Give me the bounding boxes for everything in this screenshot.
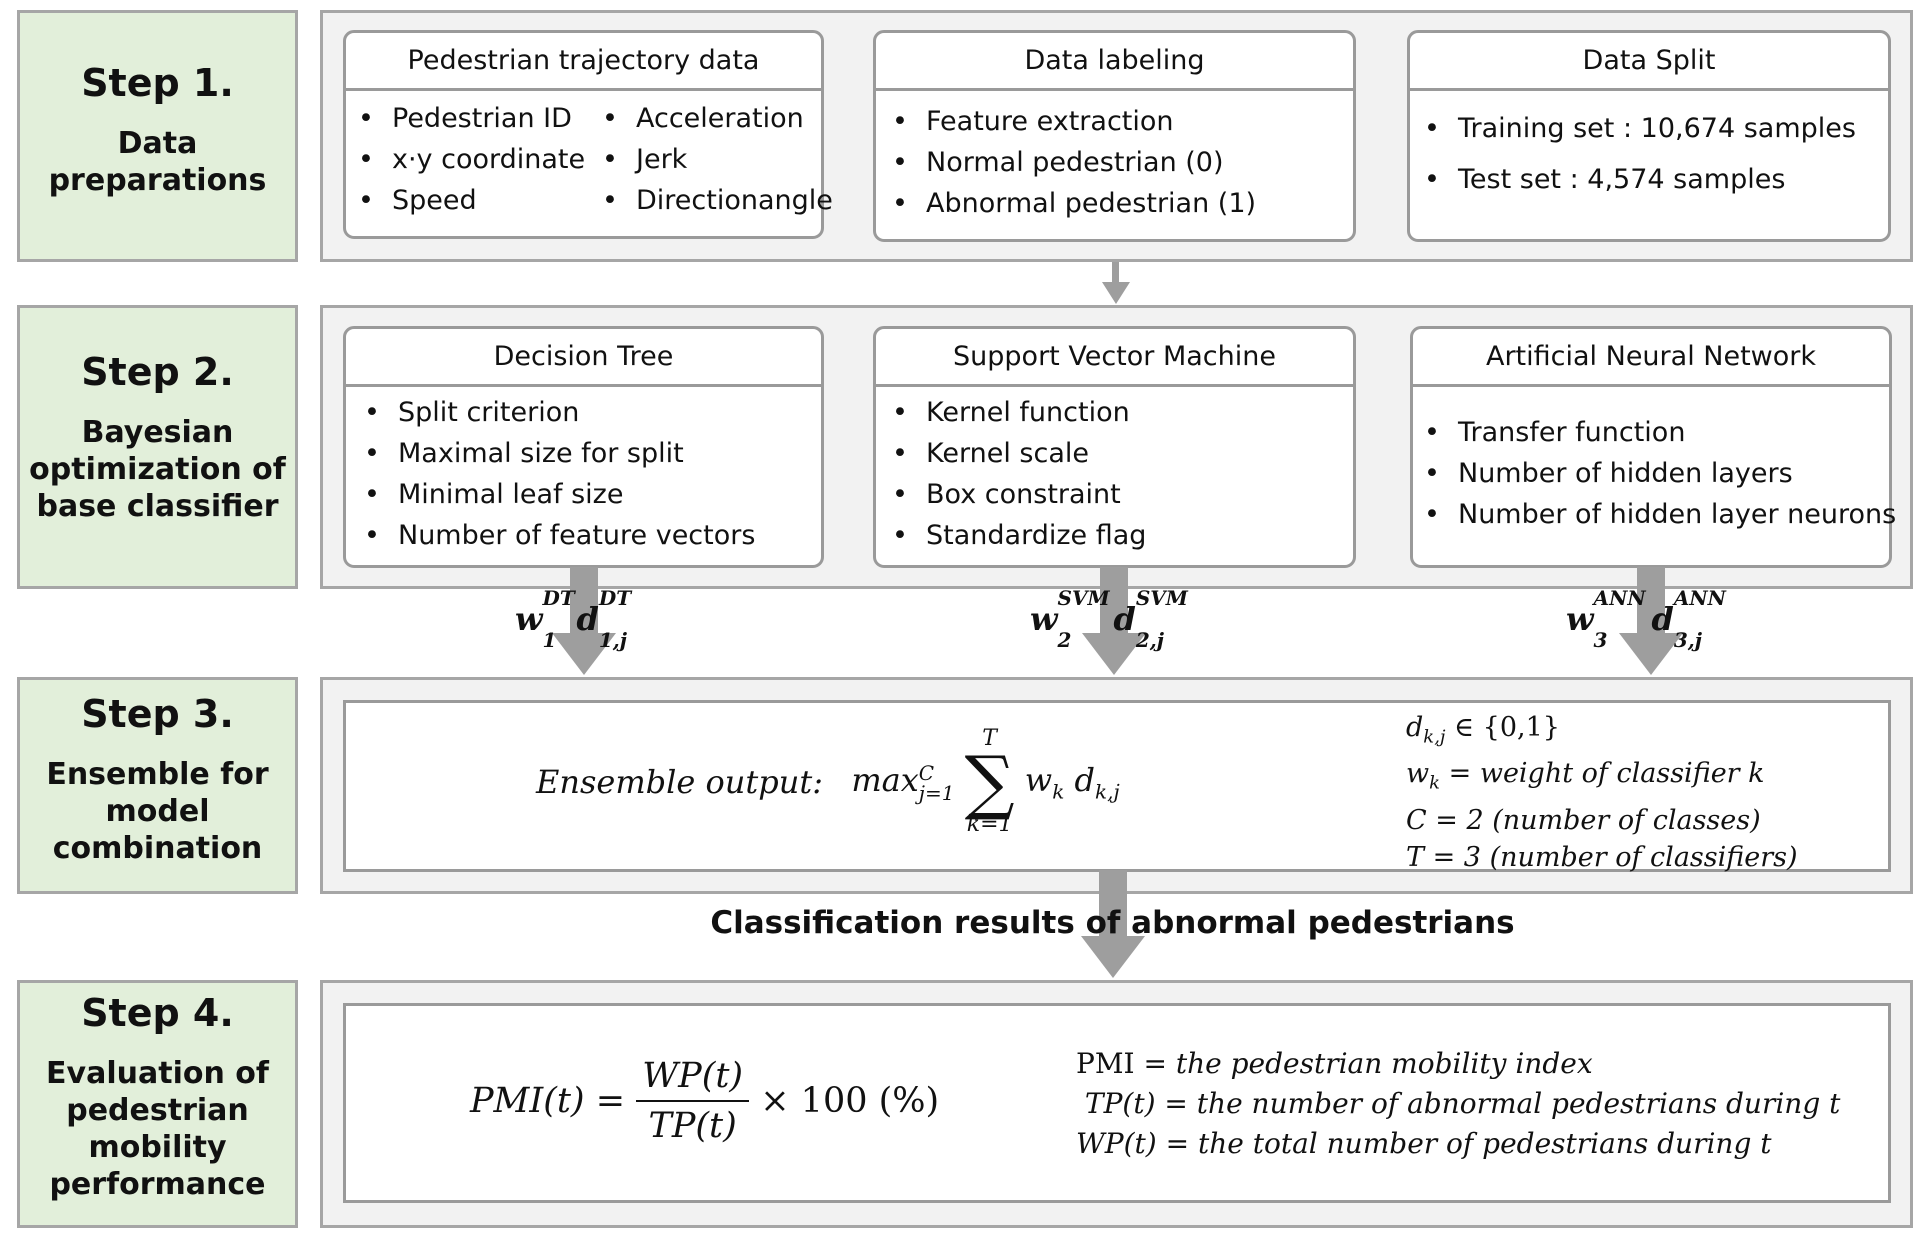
step-desc-line: combination (52, 831, 263, 866)
card-title: Artificial Neural Network (1413, 329, 1889, 387)
ensemble-definitions: dk,j ∈ {0,1} wk = weight of classifier k… (1406, 709, 1798, 876)
ann-card: Artificial Neural Network •Transfer func… (1410, 326, 1896, 568)
definition-line: C = 2 (number of classes) (1406, 804, 1761, 836)
definition-line: WP(t) = the total number of pedestrians … (1076, 1127, 1772, 1160)
arrow-down-icon (1082, 567, 1146, 675)
definition-line: wk = weight of classifier k (1406, 758, 1765, 794)
step-desc-line: Bayesian (81, 415, 234, 450)
step-title: Step 3. (81, 692, 234, 736)
step-desc-line: optimization of (29, 452, 286, 487)
arrow-down-icon (1619, 567, 1683, 675)
step-desc-line: Ensemble for (46, 757, 269, 792)
svm-card: Support Vector Machine •Kernel function … (873, 326, 1356, 568)
step-1-label: Step 1. Data preparations (17, 10, 298, 262)
step-3-label: Step 3. Ensemble for model combination (17, 677, 298, 894)
card-title: Support Vector Machine (876, 329, 1353, 387)
step-2-label: Step 2. Bayesian optimization of base cl… (17, 305, 298, 589)
step-desc-line: performance (49, 1167, 266, 1202)
step-desc-line: mobility (88, 1130, 227, 1165)
definition-line: TP(t) = the number of abnormal pedestria… (1084, 1087, 1841, 1120)
arrow-down-icon (552, 567, 616, 675)
card-title: Pedestrian trajectory data (346, 33, 821, 91)
pmi-formula-box: PMI(t) = WP(t)TP(t) × 100 (%) PMI = the … (343, 1003, 1891, 1203)
arrow-down-icon (1081, 870, 1145, 978)
card-title: Data Split (1410, 33, 1888, 91)
step-title: Step 2. (81, 350, 234, 394)
data-labeling-card: Data labeling •Feature extraction •Norma… (873, 30, 1356, 242)
step-desc-line: pedestrian (66, 1093, 249, 1128)
step-desc-line: base classifier (36, 489, 279, 524)
step-desc-line: preparations (48, 163, 267, 198)
step-desc-line: Evaluation of (46, 1056, 269, 1091)
step-desc-line: Data (117, 126, 198, 161)
definition-line: T = 3 (number of classifiers) (1406, 841, 1798, 873)
pmi-definitions: PMI = the pedestrian mobility index TP(t… (1076, 1044, 1840, 1164)
decision-tree-card: Decision Tree •Split criterion •Maximal … (343, 326, 824, 568)
arrow-down-icon (1102, 262, 1130, 304)
trajectory-data-card: Pedestrian trajectory data •Pedestrian I… (343, 30, 833, 239)
classification-results-label: Classification results of abnormal pedes… (710, 905, 1515, 941)
step-title: Step 4. (81, 991, 234, 1035)
step-title: Step 1. (81, 61, 234, 105)
card-title: Decision Tree (346, 329, 821, 387)
pmi-formula: PMI(t) = WP(t)TP(t) × 100 (%) (470, 1056, 940, 1146)
definition-line: dk,j ∈ {0,1} (1406, 712, 1560, 748)
step-desc-line: model (105, 794, 210, 829)
step-4-label: Step 4. Evaluation of pedestrian mobilit… (17, 980, 298, 1228)
card-title: Data labeling (876, 33, 1353, 91)
definition-line: PMI = the pedestrian mobility index (1076, 1047, 1593, 1080)
data-split-card: Data Split •Training set : 10,674 sample… (1407, 30, 1891, 242)
